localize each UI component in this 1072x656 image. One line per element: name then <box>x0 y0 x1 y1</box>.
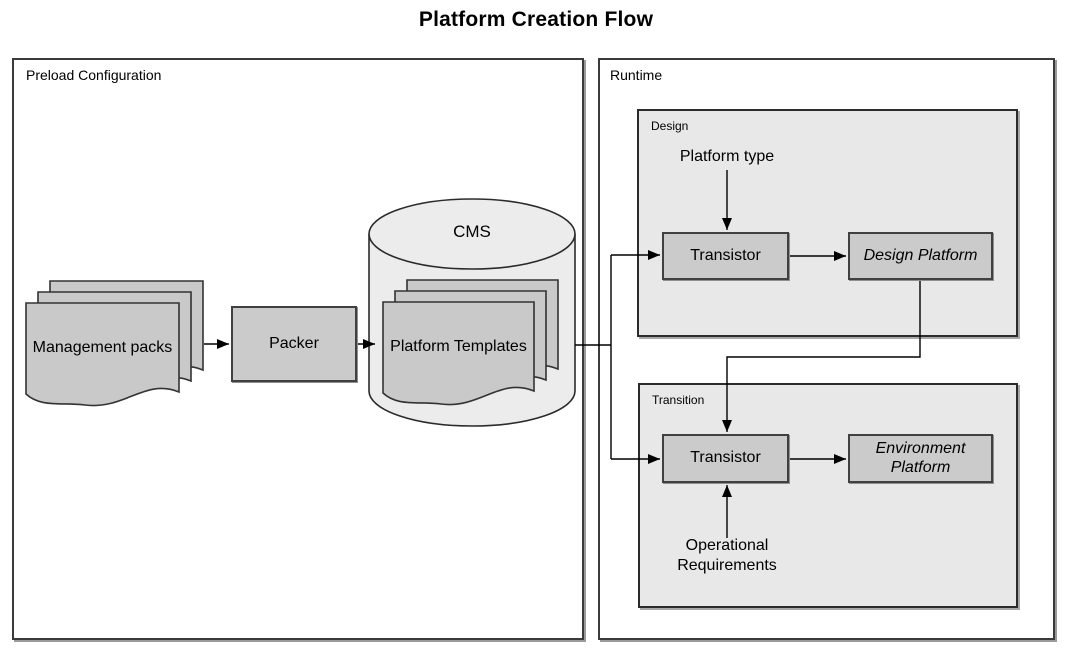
runtime-label: Runtime <box>610 67 663 83</box>
design-platform-node: Design Platform <box>848 232 993 280</box>
design-transistor-node: Transistor <box>662 232 789 280</box>
management-packs-shape <box>25 280 204 407</box>
platform-templates-shape <box>382 279 559 406</box>
preload-configuration-label: Preload Configuration <box>26 67 162 83</box>
transition-transistor-node: Transistor <box>662 434 789 483</box>
management-packs-node: Management packs <box>32 339 173 356</box>
transition-group: Transition <box>638 383 1018 608</box>
cms-label: CMS <box>453 222 491 241</box>
connector-cms-split <box>575 255 612 459</box>
connector-designplatform-to-transition <box>722 281 921 432</box>
design-group: Design <box>637 109 1018 337</box>
platform-type-label: Platform type <box>679 148 775 165</box>
transition-label: Transition <box>652 393 705 407</box>
platform-templates-node: Platform Templates <box>390 338 527 355</box>
packer-node: Packer <box>231 306 357 382</box>
operational-requirements-label: Operational Requirements <box>677 537 777 574</box>
diagram-title: Platform Creation Flow <box>418 8 654 31</box>
design-label: Design <box>651 119 689 133</box>
environment-platform-node: Environment Platform <box>848 434 993 483</box>
